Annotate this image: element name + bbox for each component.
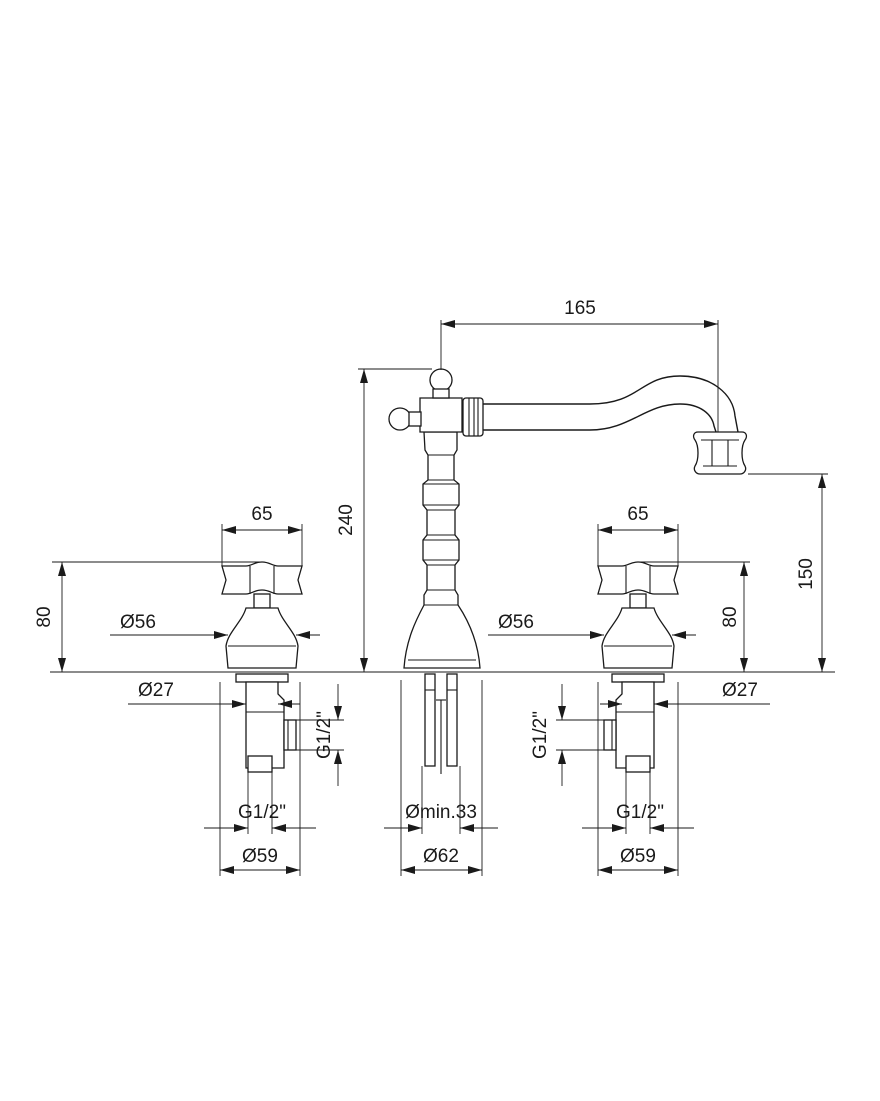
label-left-shank-dia: Ø27: [138, 680, 174, 701]
label-outlet-height: 150: [796, 558, 817, 590]
right-valve-assembly: [597, 561, 679, 773]
label-left-handle-height: 80: [34, 606, 55, 627]
spout-collar: [462, 397, 484, 437]
label-left-bottom-connection: G1/2": [238, 802, 286, 823]
left-nut: [235, 673, 289, 683]
label-right-handle-width: 65: [627, 504, 648, 525]
label-spout-height: 240: [336, 504, 357, 536]
label-right-side-connection: G1/2": [530, 711, 551, 759]
right-side-outlet: [603, 719, 617, 751]
spout-finial: [429, 368, 453, 392]
right-valve-body: [615, 681, 655, 769]
right-nut: [611, 673, 665, 683]
aerator-outlet: [692, 431, 748, 475]
label-right-base-dia: Ø59: [620, 846, 656, 867]
left-valve-assembly: [221, 561, 303, 773]
label-left-handle-width: 65: [251, 504, 272, 525]
left-flange: [225, 607, 299, 669]
label-left-base-dia: Ø59: [242, 846, 278, 867]
left-cross-handle: [221, 561, 303, 595]
left-side-outlet: [283, 719, 297, 751]
spout-head: [419, 397, 463, 433]
label-center-min-hole: Ømin.33: [405, 802, 477, 823]
right-cross-handle: [597, 561, 679, 595]
center-tail-left: [424, 673, 436, 767]
label-right-bottom-connection: G1/2": [616, 802, 664, 823]
label-center-base-dia: Ø62: [423, 846, 459, 867]
spout-column: [403, 431, 481, 669]
label-right-handle-height: 80: [720, 606, 741, 627]
label-right-shank-dia: Ø27: [722, 680, 758, 701]
dimensions: [52, 320, 828, 876]
label-left-side-connection: G1/2": [314, 711, 335, 759]
dimension-labels: 165 240 150 65 65 80 80 Ø56 Ø56 Ø27 Ø27 …: [34, 298, 817, 867]
left-valve-body: [245, 681, 285, 769]
spout-arm: [482, 375, 739, 433]
spout-assembly: [388, 368, 748, 774]
right-flange: [601, 607, 675, 669]
label-spout-reach: 165: [564, 298, 596, 319]
label-right-flange-dia: Ø56: [498, 612, 534, 633]
label-left-flange-dia: Ø56: [120, 612, 156, 633]
spout-side-knob: [388, 407, 412, 431]
center-tail-right: [446, 673, 458, 767]
